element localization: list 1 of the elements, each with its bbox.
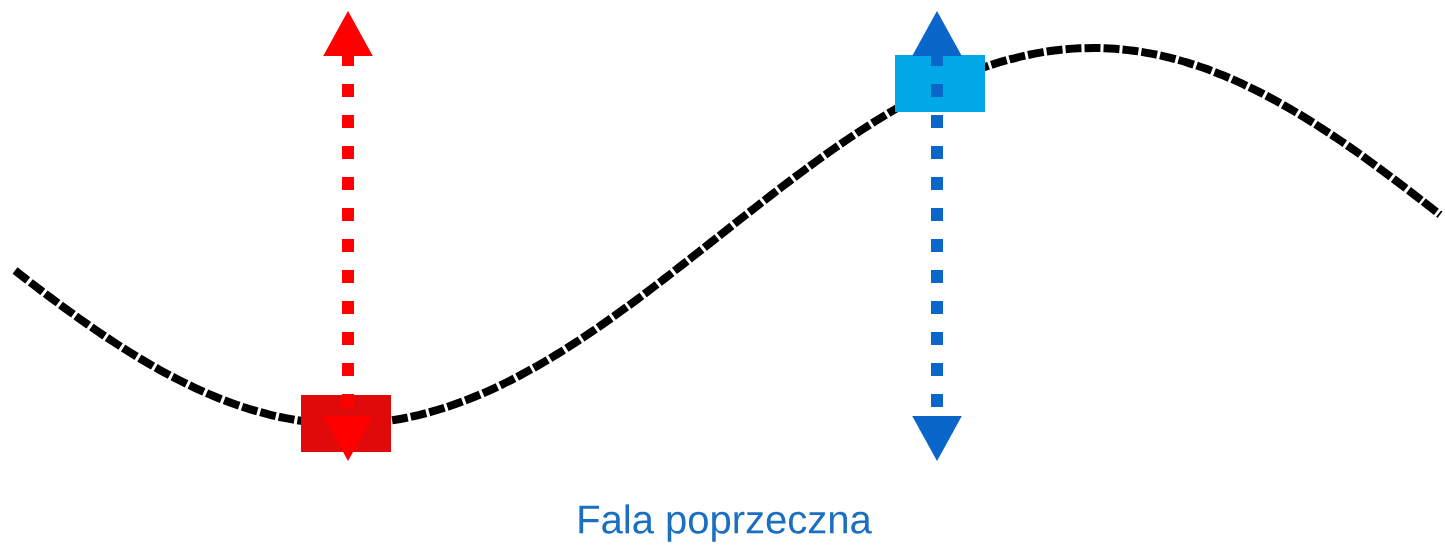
caption: Fala poprzeczna (579, 504, 872, 542)
